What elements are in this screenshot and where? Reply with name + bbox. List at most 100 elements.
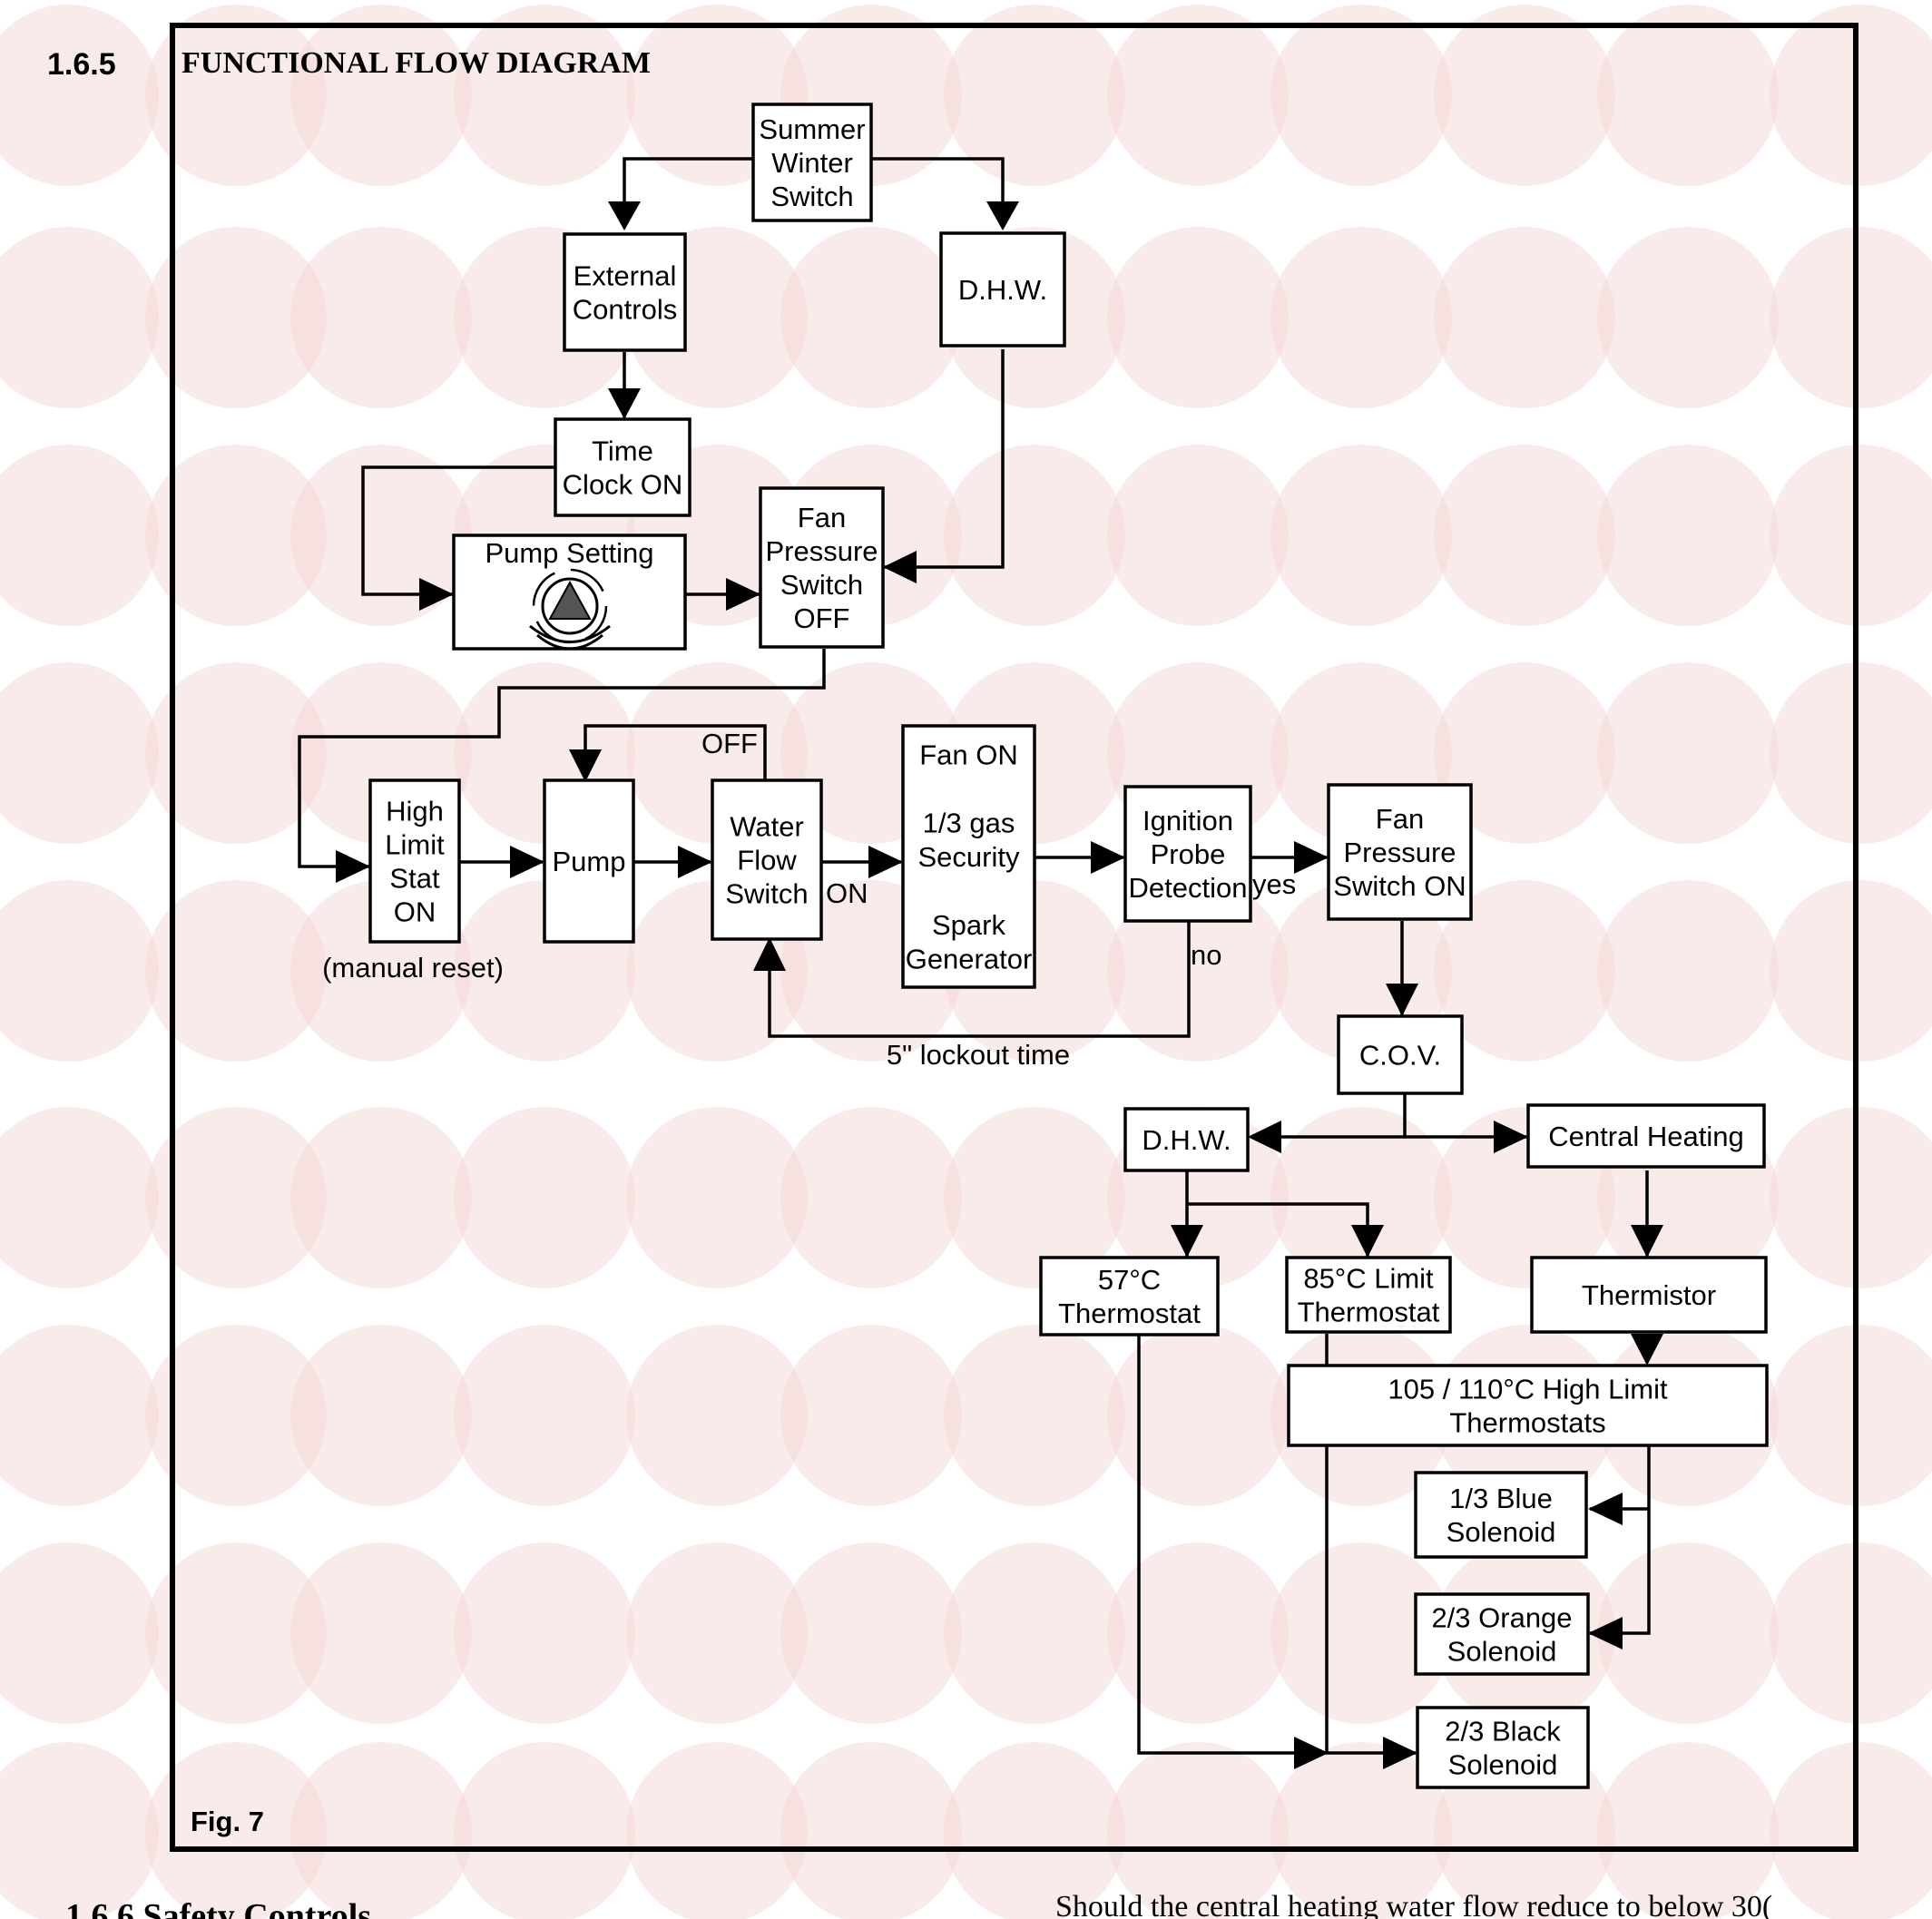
- arrowhead: [569, 749, 602, 782]
- arrowhead: [510, 846, 544, 878]
- watermark-circle: [1107, 1542, 1289, 1724]
- arrowhead: [419, 578, 454, 611]
- watermark-circle: [290, 1742, 472, 1919]
- watermark-circle: [1597, 880, 1779, 1062]
- node-label-line: Stat: [389, 863, 440, 895]
- node-box: [901, 724, 1036, 989]
- arrowhead: [883, 551, 917, 583]
- arrowhead: [1386, 984, 1418, 1016]
- watermark-circle: [1770, 662, 1932, 844]
- node-label-line: Summer: [759, 113, 865, 145]
- flow-connectors: [298, 157, 1663, 1769]
- watermark-circle: [1770, 880, 1932, 1062]
- watermark-circle: [944, 1325, 1125, 1506]
- watermark-circle: [0, 1325, 159, 1506]
- arrowhead: [1631, 1334, 1663, 1366]
- arrowhead: [678, 846, 712, 878]
- node-label-line: Pressure: [765, 535, 878, 567]
- node-label-line: Probe: [1151, 838, 1226, 870]
- watermark-circle: [145, 445, 327, 626]
- node-box: [1285, 1256, 1452, 1334]
- node-label-line: Detection: [1129, 872, 1248, 904]
- edge-57-to-black: [1137, 1334, 1327, 1755]
- watermark-circle: [454, 1107, 635, 1288]
- watermark-circle: [944, 1107, 1125, 1288]
- watermark-circle: [1770, 1542, 1932, 1724]
- edge-clock-to-pump-setting: [361, 465, 555, 596]
- arrowhead: [753, 937, 786, 971]
- watermark-circle: [1770, 5, 1932, 186]
- label-manual-reset: (manual reset): [322, 952, 504, 984]
- watermark-circle: [145, 1325, 327, 1506]
- watermark-circle: [780, 1742, 962, 1919]
- edge-ignition-no-lockout: [768, 921, 1191, 1038]
- node-box: [1526, 1103, 1766, 1169]
- node-label-line: OFF: [794, 602, 850, 634]
- arrowhead: [1171, 1225, 1203, 1258]
- arrowhead: [1588, 1493, 1623, 1525]
- watermark-circle: [1770, 1742, 1932, 1919]
- node-label-line: 1/3 gas: [923, 808, 1015, 839]
- node-box: [1123, 785, 1252, 923]
- node-box: [1123, 1107, 1250, 1172]
- node-label-line: Solenoid: [1448, 1749, 1558, 1781]
- watermark-circle: [780, 1107, 962, 1288]
- watermark-circle: [0, 1542, 159, 1724]
- node-label-line: Switch: [770, 181, 853, 212]
- node-label-line: Water: [730, 811, 804, 843]
- node-label-line: Thermistor: [1582, 1279, 1716, 1311]
- node-label-line: Thermostat: [1298, 1297, 1440, 1328]
- watermark-circle: [1434, 445, 1615, 626]
- node-label-line: Solenoid: [1447, 1636, 1557, 1668]
- arrowhead: [1494, 1121, 1528, 1153]
- node-label-line: Ignition: [1143, 805, 1233, 837]
- node-label-line: External: [574, 260, 677, 292]
- page-title: FUNCTIONAL FLOW DIAGRAM: [181, 46, 651, 80]
- node-label-line: Thermostats: [1449, 1407, 1605, 1439]
- node-box: [759, 486, 885, 649]
- watermark-circle: [290, 1542, 472, 1724]
- pump-symbol-icon: [529, 568, 611, 651]
- node-box: [368, 778, 461, 944]
- node-label-line: 105 / 110°C High Limit: [1388, 1374, 1668, 1405]
- node-label-line: Pump: [553, 846, 626, 877]
- node-thermistor: Thermistor: [1530, 1256, 1768, 1334]
- watermark-circle: [626, 1542, 808, 1724]
- node-label-line: Fan: [798, 502, 846, 534]
- arrowhead: [868, 846, 903, 878]
- node-box: [543, 778, 635, 944]
- watermark-circle: [1770, 227, 1932, 408]
- watermark-circle: [1597, 5, 1779, 186]
- watermark-circle: [454, 1542, 635, 1724]
- watermark-circle: [944, 1742, 1125, 1919]
- watermark-circle: [145, 227, 327, 408]
- node-label-line: Generator: [906, 944, 1033, 975]
- node-label-line: High: [386, 796, 444, 827]
- node-label-line: Controls: [573, 294, 677, 326]
- node-label-line: 85°C Limit: [1303, 1263, 1434, 1295]
- node-label-line: 57°C: [1098, 1264, 1161, 1296]
- watermark-circle: [454, 5, 635, 186]
- arrowhead: [1588, 1617, 1623, 1650]
- node-label-line: Pressure: [1343, 837, 1456, 868]
- node-label-line: Central Heating: [1548, 1121, 1743, 1152]
- node-label-line: Switch: [780, 569, 863, 601]
- watermark-circle: [290, 5, 472, 186]
- watermark-circle: [0, 5, 159, 186]
- watermark-circle: [626, 1742, 808, 1919]
- node-pump: Pump: [543, 778, 635, 944]
- node-box: [1287, 1364, 1769, 1447]
- arrowhead: [608, 201, 641, 230]
- watermark-circle: [1270, 1742, 1452, 1919]
- watermark-circle: [145, 662, 327, 844]
- node-label-line: D.H.W.: [958, 274, 1047, 306]
- node-box: [1414, 1471, 1588, 1559]
- arrowhead: [1294, 1737, 1329, 1769]
